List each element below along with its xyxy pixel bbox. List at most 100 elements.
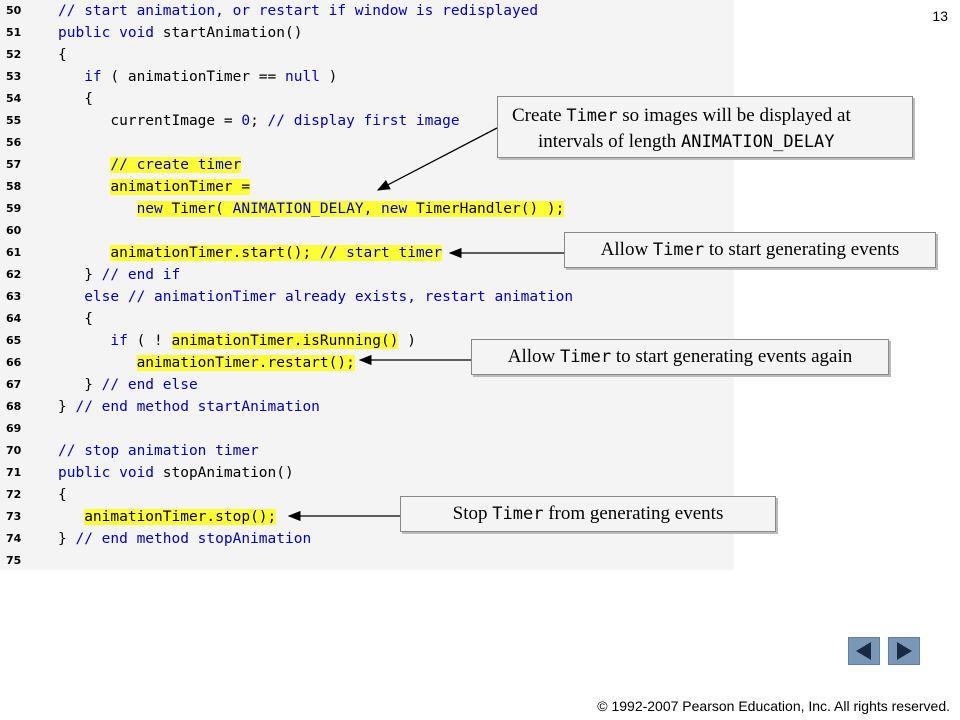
code-token: startAnimation() bbox=[162, 25, 303, 41]
line-number: 70 bbox=[6, 444, 22, 457]
line-number: 59 bbox=[6, 202, 22, 215]
code-text: } // end else bbox=[58, 374, 198, 396]
code-line: 67 } // end else bbox=[0, 374, 734, 396]
code-token: currentImage = bbox=[58, 113, 242, 129]
highlighted-code-token: new bbox=[136, 201, 172, 217]
code-line: 65 if ( ! animationTimer.isRunning() ) bbox=[0, 330, 734, 352]
code-token: public void bbox=[58, 465, 163, 481]
code-line: 52 { bbox=[0, 44, 734, 66]
line-number: 53 bbox=[6, 70, 22, 83]
next-slide-button[interactable] bbox=[888, 637, 920, 665]
line-number: 58 bbox=[6, 180, 22, 193]
code-text: { bbox=[58, 88, 93, 110]
line-number: 67 bbox=[6, 378, 22, 391]
callout-text: so images will be displayed at bbox=[617, 105, 851, 126]
callout-code: Timer bbox=[492, 504, 544, 524]
line-number: 75 bbox=[6, 554, 22, 567]
triangle-right-icon bbox=[897, 642, 912, 660]
callout-text: from generating events bbox=[543, 503, 724, 524]
line-number: 63 bbox=[6, 290, 22, 303]
highlighted-code-token: animationTimer.isRunning() bbox=[171, 333, 399, 349]
highlighted-code-token: TimerHandler() ); bbox=[415, 201, 565, 217]
callout-code: Timer bbox=[652, 240, 705, 260]
callout-code: Timer bbox=[566, 106, 618, 126]
code-panel: 50 // start animation, or restart if wind… bbox=[0, 0, 734, 570]
line-number: 73 bbox=[6, 510, 22, 523]
code-line: 73 animationTimer.stop(); bbox=[0, 506, 734, 528]
callout-text: to start generating events bbox=[704, 239, 900, 260]
highlighted-code-token: animationTimer.restart(); bbox=[136, 355, 355, 371]
code-token: { bbox=[58, 91, 93, 107]
highlighted-code-token: animationTimer.stop(); bbox=[84, 509, 277, 525]
code-token: ) bbox=[398, 333, 416, 349]
highlighted-code-token: ANIMATION_DELAY bbox=[232, 201, 364, 217]
line-number: 68 bbox=[6, 400, 22, 413]
code-token: { bbox=[58, 487, 67, 503]
code-token: } bbox=[58, 267, 102, 283]
line-number: 57 bbox=[6, 158, 22, 171]
code-text: animationTimer.start(); // start timer bbox=[58, 242, 443, 264]
code-line: 68 } // end method startAnimation bbox=[0, 396, 734, 418]
code-token: } bbox=[58, 399, 76, 415]
code-text: { bbox=[58, 308, 93, 330]
code-line: 54 { bbox=[0, 88, 734, 110]
code-token: } bbox=[58, 531, 76, 547]
code-text: // stop animation timer bbox=[58, 440, 259, 462]
code-text: new Timer( ANIMATION_DELAY, new TimerHan… bbox=[58, 198, 565, 220]
code-text: public void stopAnimation() bbox=[58, 462, 294, 484]
code-line: 61 animationTimer.start(); // start time… bbox=[0, 242, 734, 264]
highlighted-code-token: new bbox=[381, 201, 416, 217]
line-number: 65 bbox=[6, 334, 22, 347]
callout-create-timer: Create Timer so images will be displayed… bbox=[497, 96, 913, 158]
code-token: if bbox=[58, 333, 137, 349]
code-token: } bbox=[58, 377, 102, 393]
code-text: } // end method stopAnimation bbox=[58, 528, 311, 550]
code-token: else bbox=[58, 289, 128, 305]
code-line: 50 // start animation, or restart if wind… bbox=[0, 0, 734, 22]
line-number: 60 bbox=[6, 224, 22, 237]
code-text: if ( animationTimer == null ) bbox=[58, 66, 337, 88]
code-token: // stop animation timer bbox=[58, 443, 259, 459]
line-number: 50 bbox=[6, 4, 22, 17]
code-text: // start animation, or restart if window… bbox=[58, 0, 538, 22]
code-text: { bbox=[58, 484, 67, 506]
code-line: 72 { bbox=[0, 484, 734, 506]
code-text: else // animationTimer already exists, r… bbox=[58, 286, 573, 308]
triangle-left-icon bbox=[856, 642, 871, 660]
highlighted-code-token: // start timer bbox=[319, 245, 443, 261]
callout-code: ANIMATION_DELAY bbox=[681, 132, 835, 152]
code-line: 57 // create timer bbox=[0, 154, 734, 176]
code-token: ( animationTimer == bbox=[110, 69, 285, 85]
line-number: 64 bbox=[6, 312, 22, 325]
code-text: } // end method startAnimation bbox=[58, 396, 320, 418]
highlighted-code-token: , bbox=[363, 201, 382, 217]
code-text: animationTimer = bbox=[58, 176, 251, 198]
code-token: public void bbox=[58, 25, 163, 41]
code-line: 74 } // end method stopAnimation bbox=[0, 528, 734, 550]
callout-text: to start generating events again bbox=[611, 346, 853, 367]
line-number: 66 bbox=[6, 356, 22, 369]
copyright-notice: © 1992-2007 Pearson Education, Inc. All … bbox=[597, 698, 950, 714]
code-line: 56 bbox=[0, 132, 734, 154]
code-token: // end if bbox=[101, 267, 181, 283]
line-number: 74 bbox=[6, 532, 22, 545]
code-text: currentImage = 0; // display first image bbox=[58, 110, 459, 132]
code-token: 0 bbox=[241, 113, 251, 129]
code-token: { bbox=[58, 47, 67, 63]
code-text: } // end if bbox=[58, 264, 180, 286]
code-line: 62 } // end if bbox=[0, 264, 734, 286]
line-number: 69 bbox=[6, 422, 22, 435]
prev-slide-button[interactable] bbox=[848, 637, 880, 665]
callout-text: Create bbox=[512, 105, 567, 126]
code-text: animationTimer.stop(); bbox=[58, 506, 277, 528]
code-token: // end else bbox=[101, 377, 198, 393]
code-line: 59 new Timer( ANIMATION_DELAY, new Timer… bbox=[0, 198, 734, 220]
code-line: 60 bbox=[0, 220, 734, 242]
code-token: // animationTimer already exists, restar… bbox=[127, 289, 574, 305]
line-number: 72 bbox=[6, 488, 22, 501]
code-token: ( ! bbox=[136, 333, 172, 349]
line-number: 52 bbox=[6, 48, 22, 61]
code-line: 70 // stop animation timer bbox=[0, 440, 734, 462]
code-line: 64 { bbox=[0, 308, 734, 330]
